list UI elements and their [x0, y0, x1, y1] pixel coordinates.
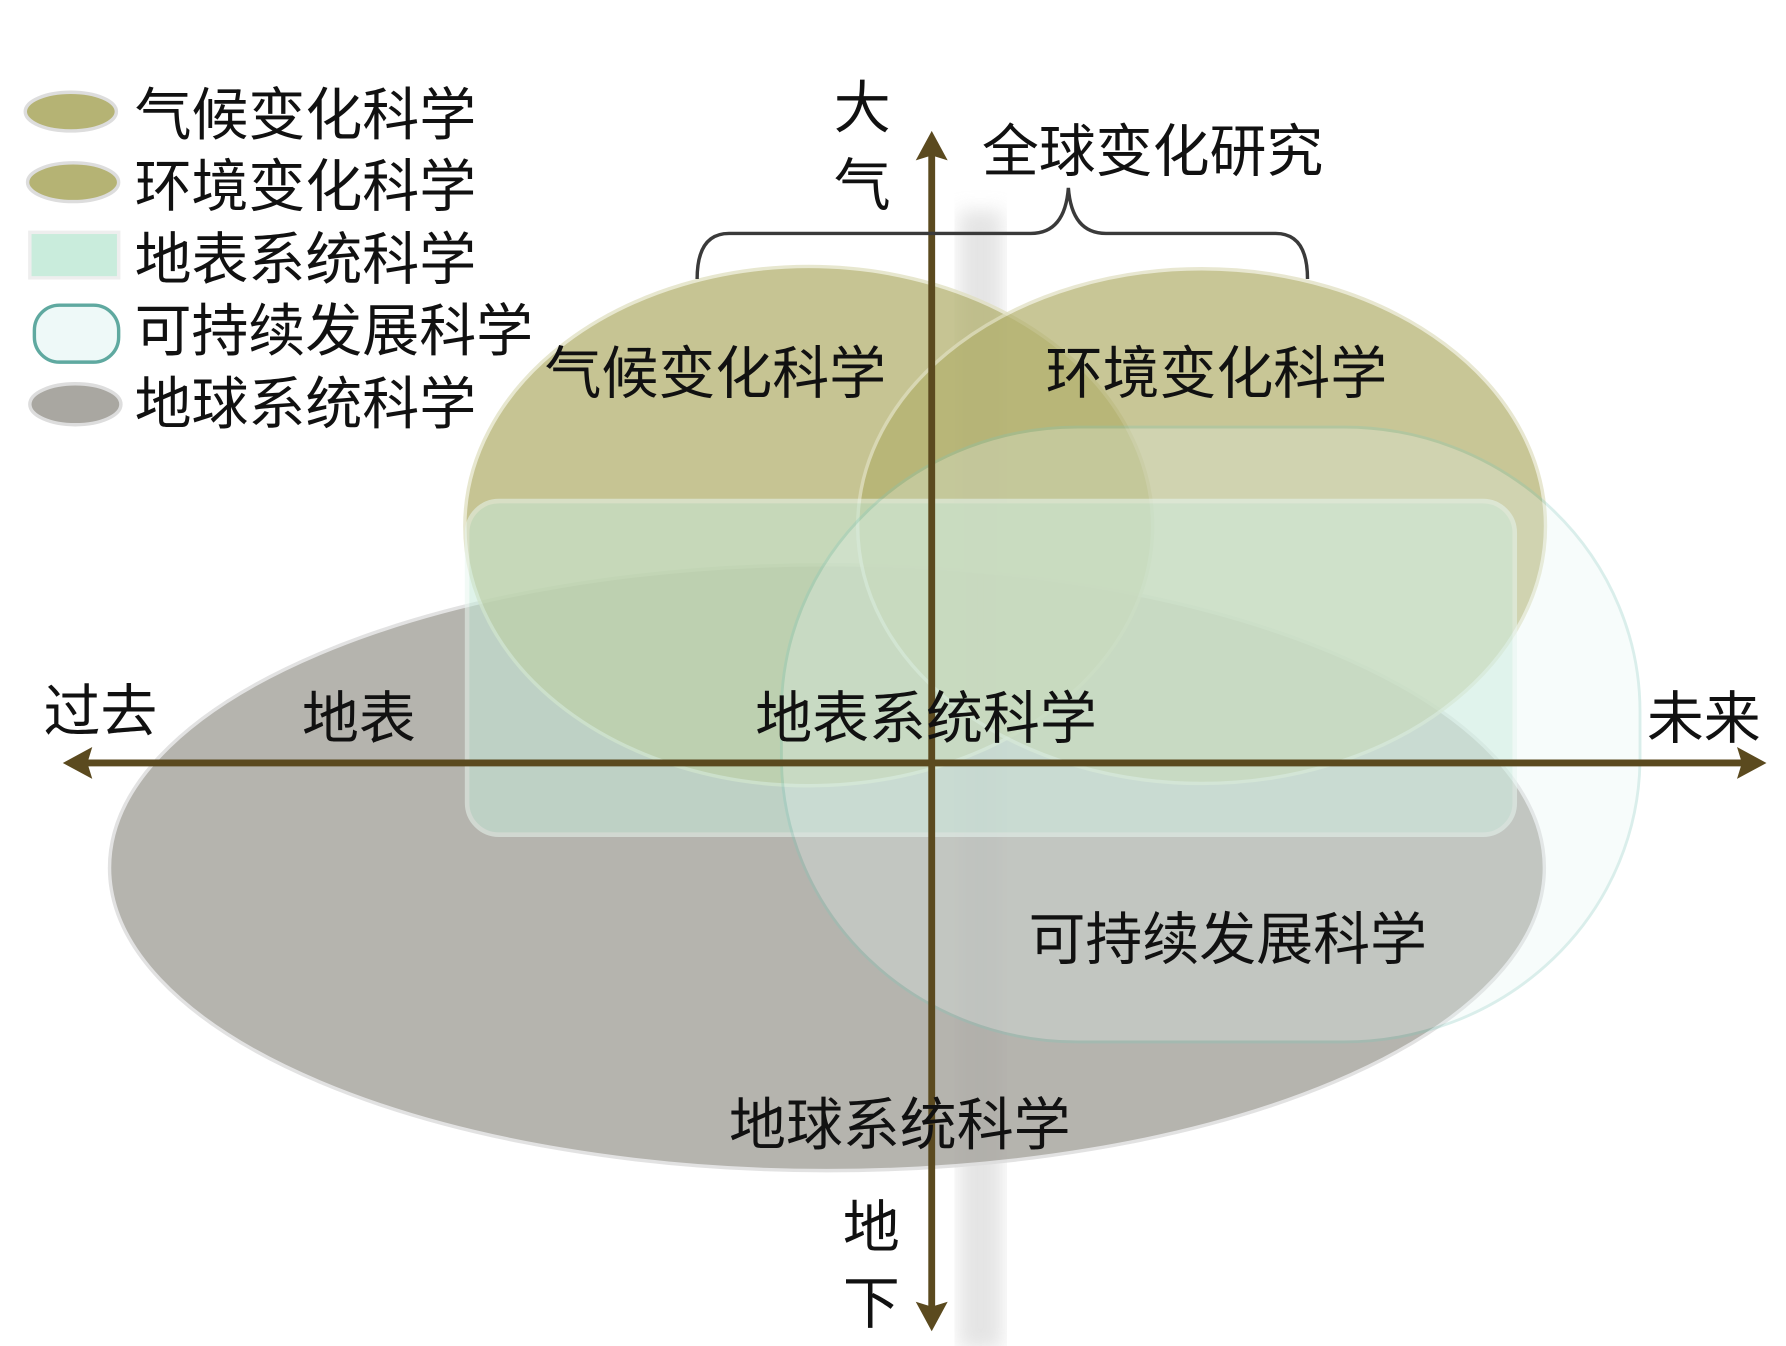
climate-change-label: 气候变化科学 [545, 341, 887, 407]
arrow-up-icon [915, 130, 948, 161]
environment-change-label: 环境变化科学 [1046, 341, 1388, 407]
axis-label-past: 过去 [43, 679, 157, 745]
legend-label: 可持续发展科学 [135, 299, 533, 365]
legend-swatch-sustainable [32, 303, 121, 364]
surface-short-label: 地表 [302, 686, 416, 752]
surface-system-label: 地表系统科学 [755, 686, 1097, 752]
legend-swatch-climate [23, 90, 119, 133]
axis-label-top-1: 大 [834, 76, 891, 142]
axis-label-future: 未来 [1647, 686, 1761, 752]
surface-system-rect [464, 498, 1518, 837]
legend-swatch-surface [28, 230, 121, 280]
legend-swatch-environment [25, 161, 121, 204]
legend-label: 地球系统科学 [135, 372, 477, 438]
global-change-label: 全球变化研究 [982, 119, 1324, 185]
sustainable-development-shape [779, 425, 1642, 1044]
legend-label: 环境变化科学 [135, 154, 477, 220]
legend: 气候变化科学 环境变化科学 地表系统科学 可持续发展科学 地球系统科学 [23, 82, 533, 438]
axis-label-bottom-1: 地 [843, 1195, 900, 1261]
legend-label: 地表系统科学 [135, 227, 477, 293]
axis-label-top-2: 气 [834, 153, 891, 219]
axis-label-bottom-2: 下 [843, 1271, 900, 1337]
arrow-right-icon [1736, 746, 1767, 779]
earth-system-label: 地球系统科学 [729, 1092, 1071, 1158]
legend-swatch-earth [28, 382, 123, 427]
brace-icon [695, 187, 1310, 279]
arrow-left-icon [62, 746, 93, 779]
sustainable-development-label: 可持续发展科学 [1029, 907, 1427, 973]
arrow-down-icon [915, 1301, 948, 1332]
legend-label: 气候变化科学 [135, 82, 477, 148]
